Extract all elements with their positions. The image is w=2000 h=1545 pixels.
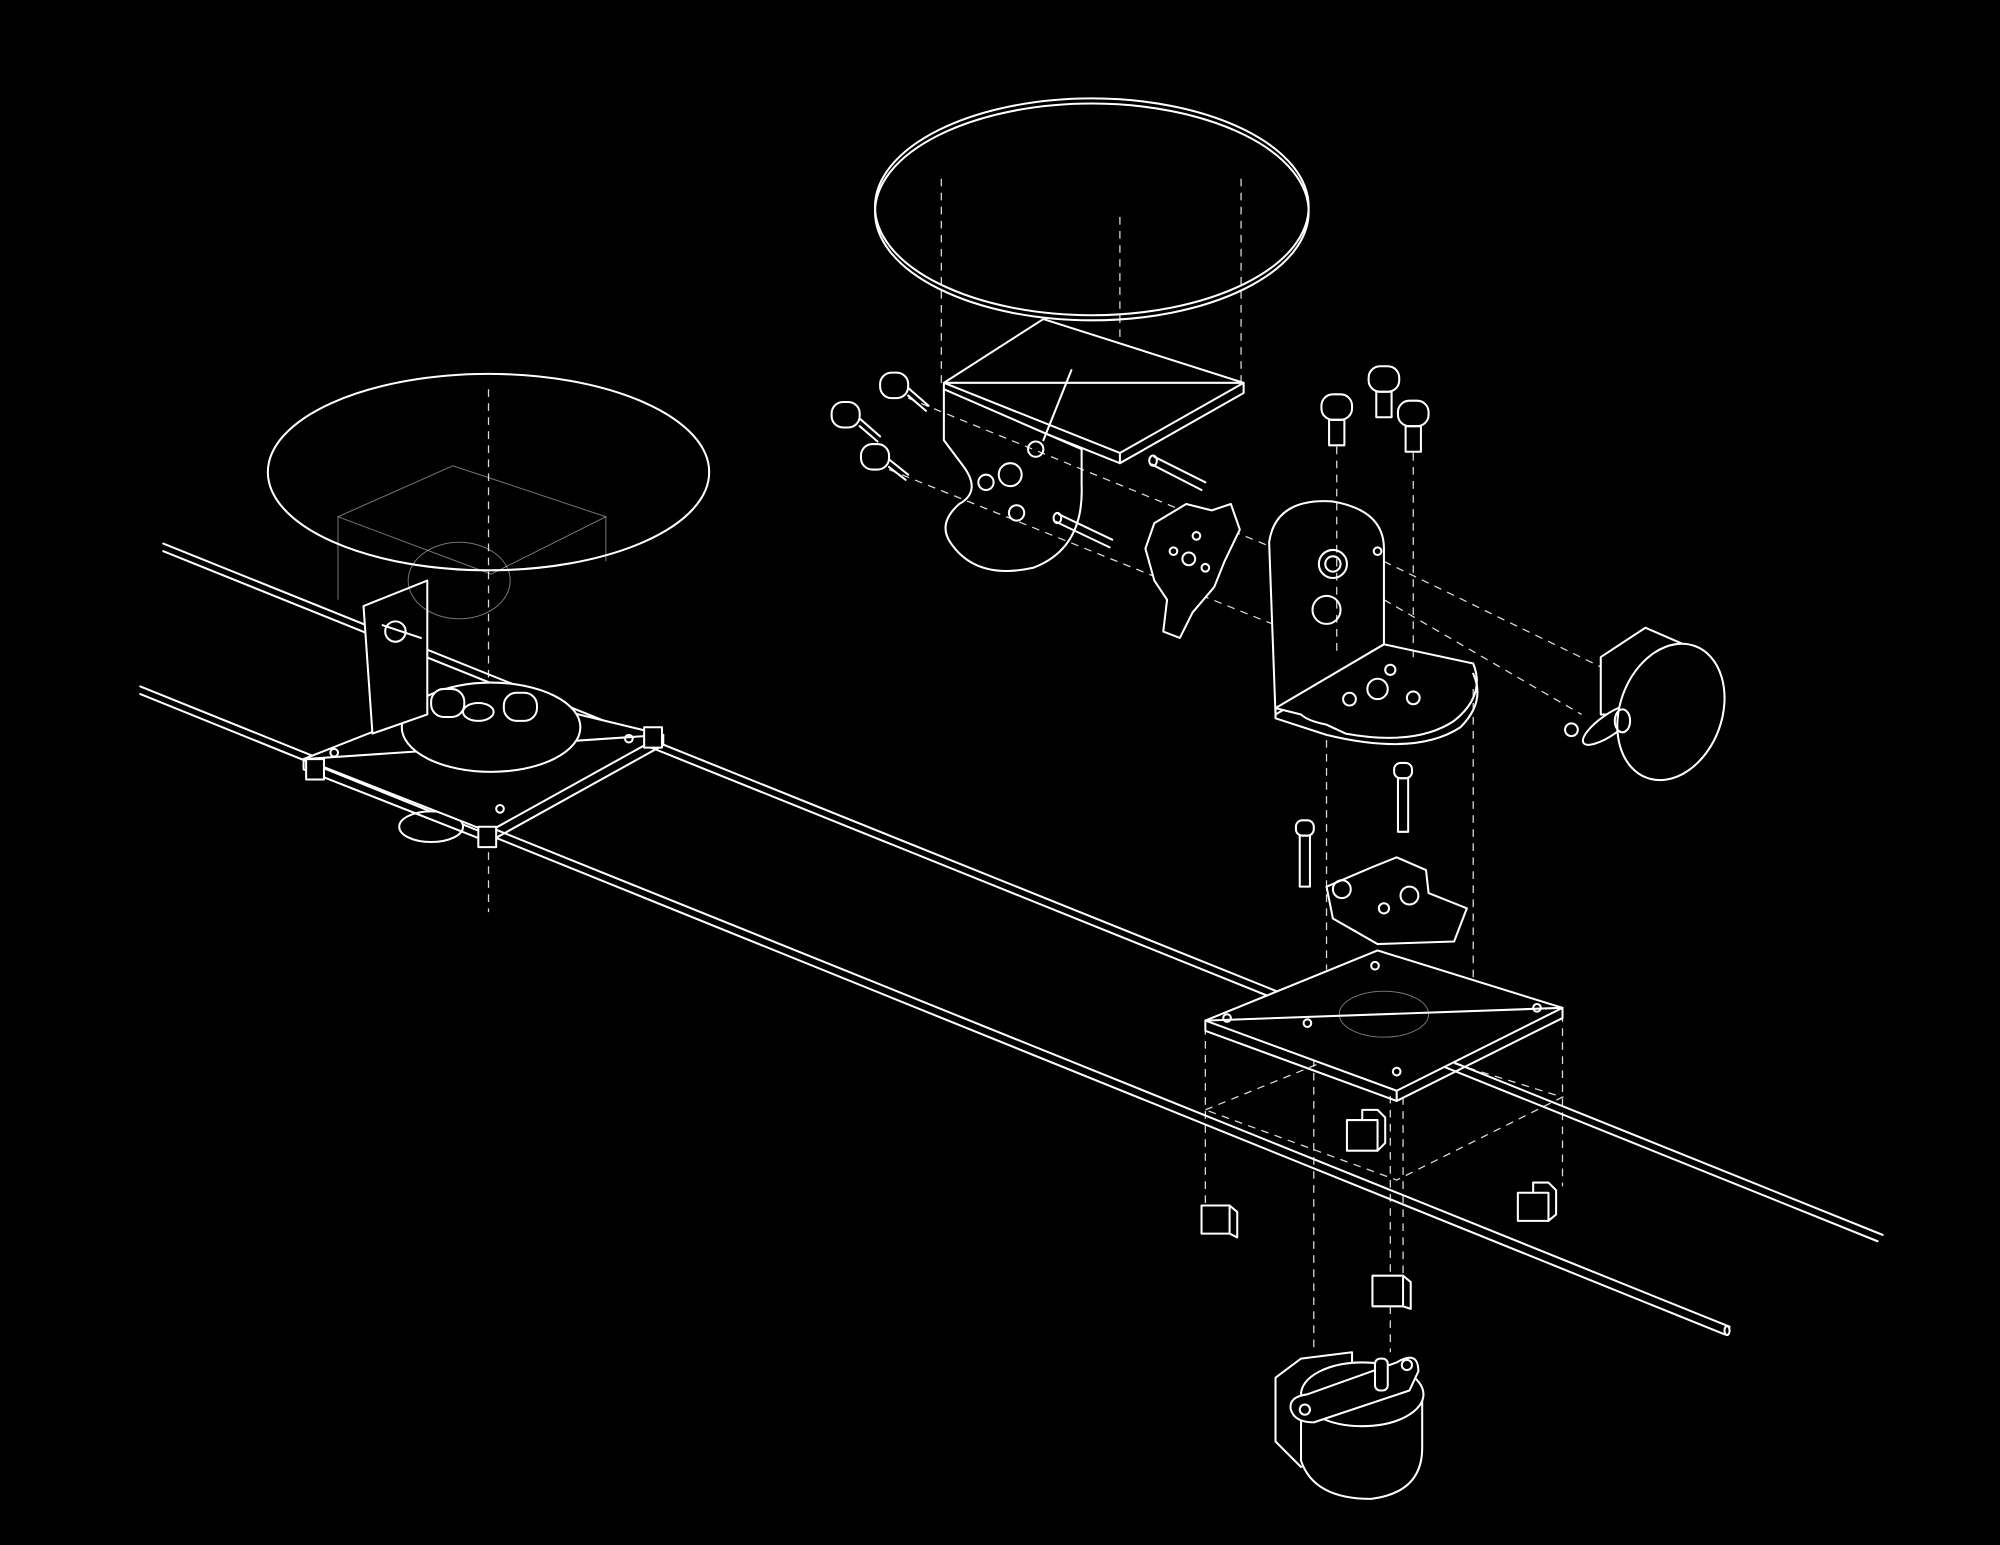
- l-bracket: [1268, 500, 1479, 746]
- clip: [1371, 1274, 1412, 1310]
- screw: [1320, 393, 1354, 447]
- screw: [1367, 365, 1401, 419]
- gear-hub-upper: [1144, 502, 1241, 639]
- clip: [1345, 1108, 1387, 1152]
- lower-hub: [1294, 688, 1474, 1021]
- screw: [1396, 399, 1430, 453]
- clip: [1516, 1181, 1558, 1222]
- pan-motor: [1274, 1351, 1425, 1500]
- clip: [1200, 1204, 1239, 1239]
- pin: [1052, 511, 1114, 549]
- screw: [1393, 761, 1414, 833]
- screw: [1294, 819, 1315, 888]
- tilt-bracket: [942, 318, 1245, 572]
- screw: [830, 400, 882, 443]
- pin: [1148, 454, 1207, 491]
- carriage-plate: [1203, 949, 1565, 1353]
- screws-top: [1320, 365, 1430, 664]
- rail-clips: [1200, 1108, 1558, 1310]
- rail-upper: [162, 542, 1884, 1243]
- screw: [879, 371, 930, 412]
- tilt-motor: [1383, 560, 1726, 782]
- screw: [859, 443, 910, 481]
- assembled-carriage: [266, 372, 711, 913]
- screws-bracket: [830, 371, 1276, 626]
